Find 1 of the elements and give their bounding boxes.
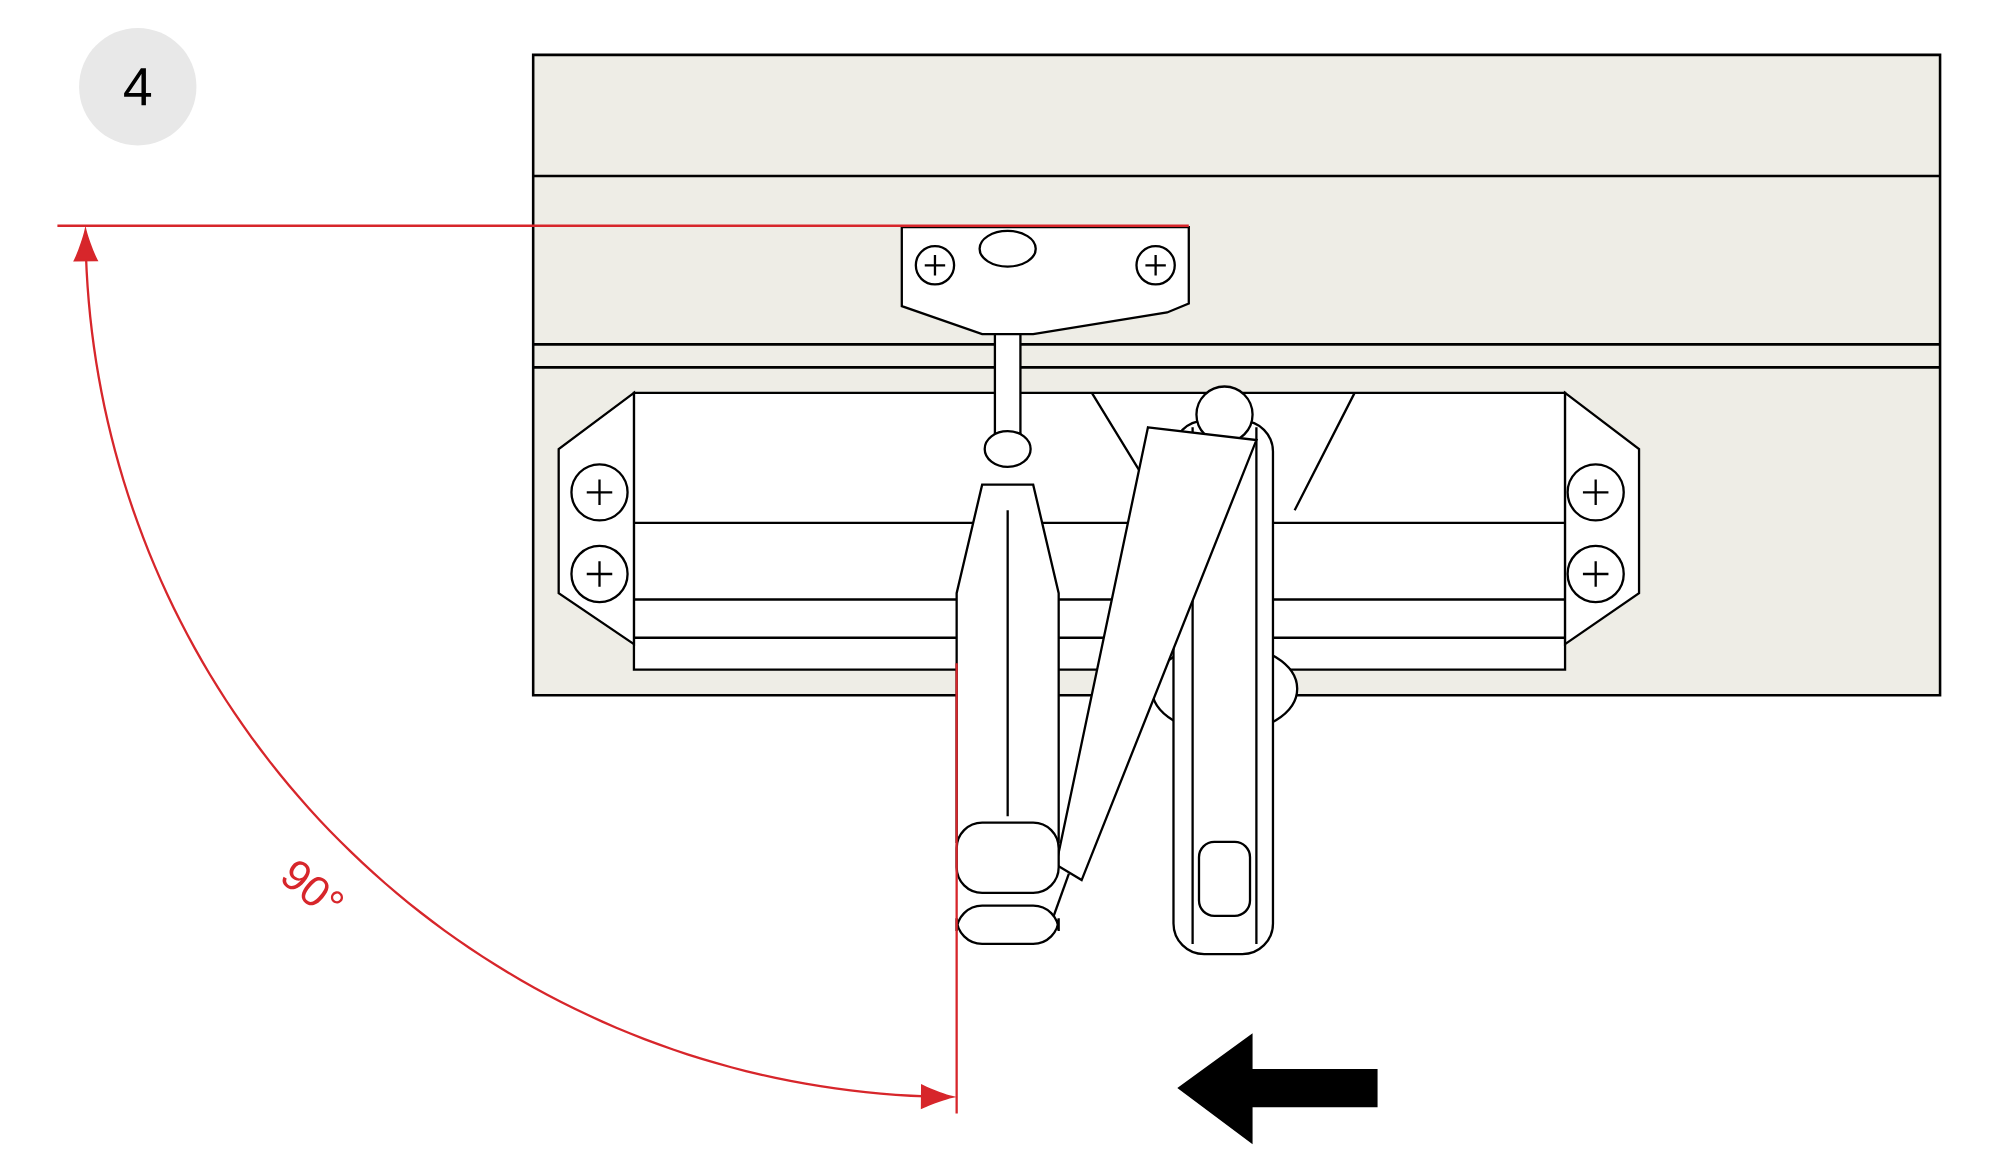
step-number-badge: 4 xyxy=(79,27,197,146)
